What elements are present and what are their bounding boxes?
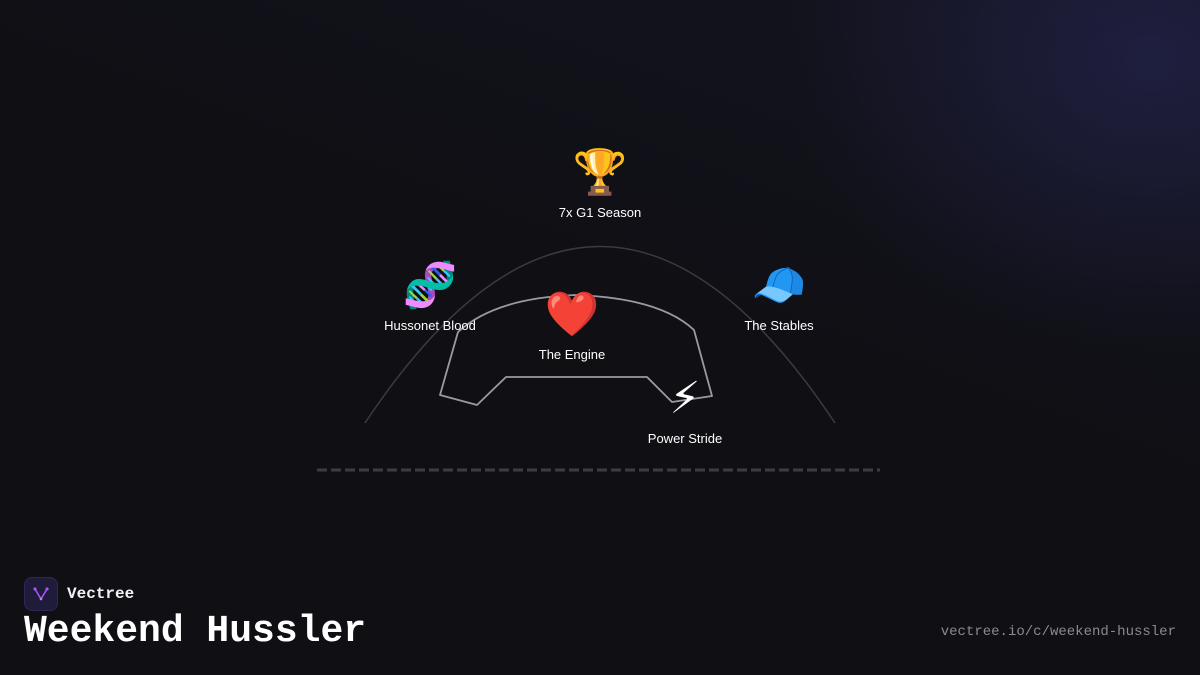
outer-arc — [364, 245, 836, 424]
node-the-engine[interactable]: ❤️ The Engine — [492, 289, 652, 362]
cap-icon: 🧢 — [751, 260, 807, 311]
dna-icon: 🧬 — [402, 260, 458, 311]
node-hussonet-blood[interactable]: 🧬 Hussonet Blood — [350, 260, 510, 333]
page-url[interactable]: vectree.io/c/weekend-hussler — [940, 624, 1176, 640]
lightning-icon: ⚡ — [669, 373, 701, 424]
node-label: Hussonet Blood — [384, 318, 476, 333]
node-7x-g1-season[interactable]: 🏆 7x G1 Season — [520, 147, 680, 220]
node-label: The Engine — [538, 347, 606, 362]
brand-name: Vectree — [67, 585, 135, 603]
node-power-stride[interactable]: ⚡ Power Stride — [605, 373, 765, 446]
horse-silhouette-outline — [439, 294, 713, 406]
node-label: The Stables — [744, 318, 814, 333]
node-the-stables[interactable]: 🧢 The Stables — [699, 260, 859, 333]
node-label: Power Stride — [647, 431, 723, 446]
vectree-logo-icon — [24, 577, 58, 611]
page-title: Weekend Hussler — [24, 610, 367, 653]
brand[interactable]: Vectree — [24, 577, 134, 611]
trophy-icon: 🏆 — [572, 147, 628, 198]
node-label: 7x G1 Season — [558, 205, 642, 220]
heart-icon: ❤️ — [544, 289, 600, 340]
